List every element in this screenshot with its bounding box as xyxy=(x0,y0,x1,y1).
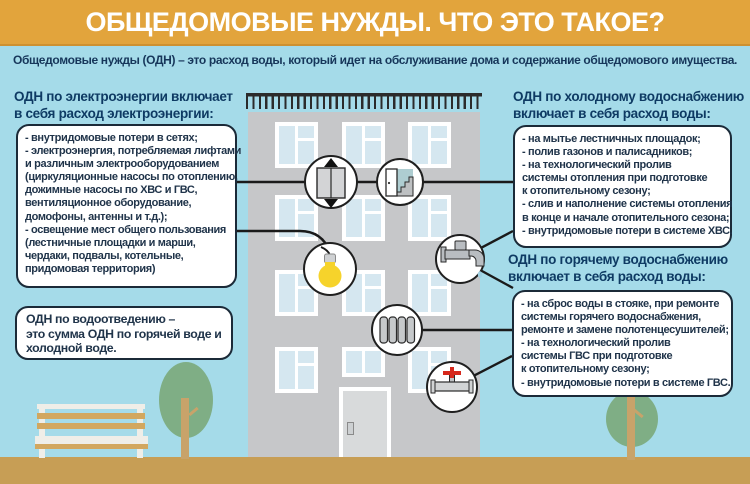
text-line: - освещение мест общего пользования xyxy=(25,223,226,236)
window xyxy=(342,347,385,377)
radiator-icon xyxy=(379,316,416,344)
window-pane xyxy=(365,351,381,373)
tree-right-trunk xyxy=(627,397,635,460)
window-pane xyxy=(431,274,447,312)
text-line: чердаки, подвалы, котельные, xyxy=(25,249,184,262)
door-handle xyxy=(347,422,354,435)
window-pane xyxy=(412,351,428,389)
window-pane xyxy=(298,199,314,237)
heading-line: в себя расход электроэнергии: xyxy=(14,105,214,121)
bench-leg xyxy=(39,406,45,458)
window-pane xyxy=(412,199,428,237)
window-pane xyxy=(279,274,295,312)
window-pane xyxy=(279,126,295,164)
roof-railing xyxy=(246,93,482,109)
hot-water-box: - на сброс воды в стояке, при ремонте си… xyxy=(512,290,733,397)
window-pane xyxy=(279,199,295,237)
heading-line: включает в себя расход воды: xyxy=(513,105,711,121)
bench-slat xyxy=(37,413,145,419)
heading-line: включает в себя расход воды: xyxy=(508,268,706,284)
window xyxy=(275,122,318,168)
faucet-icon xyxy=(440,240,485,278)
heading-line: ОДН по горячему водоснабжению xyxy=(508,252,728,267)
text-line: - внутридомовые потери в сетях; xyxy=(25,132,198,144)
electricity-heading: ОДН по электроэнергии включает в себя ра… xyxy=(14,89,233,122)
window xyxy=(275,347,318,393)
window-pane xyxy=(365,274,381,312)
ground xyxy=(0,457,750,484)
text-line: - слив и наполнение системы отопления xyxy=(522,198,733,211)
text-line: к отопительному сезону; xyxy=(521,363,650,376)
bench xyxy=(35,404,148,459)
window-pane xyxy=(412,126,428,164)
window-pane xyxy=(298,126,314,164)
window-pane xyxy=(412,274,428,312)
window-pane xyxy=(365,126,381,164)
staircase-icon xyxy=(385,168,414,197)
window-pane xyxy=(298,351,314,389)
lightbulb-icon xyxy=(318,246,342,288)
text-line: ОДН по водоотведению – xyxy=(26,312,176,326)
window-pane xyxy=(431,199,447,237)
window xyxy=(408,122,451,168)
header-bar: ОБЩЕДОМОВЫЕ НУЖДЫ. ЧТО ЭТО ТАКОЕ? xyxy=(0,0,750,46)
text-line: вентиляционное оборудование, xyxy=(25,197,192,210)
text-line: ремонте и замене полотенцесушителей; xyxy=(521,324,729,337)
heading-line: ОДН по электроэнергии включает xyxy=(14,89,233,104)
connector-lines xyxy=(237,180,514,389)
cold-water-heading: ОДН по холодному водоснабжению включает … xyxy=(513,89,744,122)
text-line: - на мытье лестничных площадок; xyxy=(522,133,701,145)
heading-line: ОДН по холодному водоснабжению xyxy=(513,89,745,104)
text-line: холодной воде. xyxy=(26,341,117,356)
text-line: - на сброс воды в стояке, при ремонте xyxy=(521,298,720,310)
text-line: - внутридомовые потери в системе ГВС. xyxy=(521,376,731,389)
text-line: - полив газонов и палисадников; xyxy=(522,146,693,159)
cold-water-box: - на мытье лестничных площадок; - полив … xyxy=(513,125,733,248)
bench-leg xyxy=(137,406,143,458)
text-line: придомовая территория) xyxy=(25,262,156,275)
window xyxy=(342,122,385,168)
bench-slat xyxy=(37,423,145,429)
bench-seat xyxy=(35,436,148,444)
hot-water-heading: ОДН по горячему водоснабжению включает в… xyxy=(508,252,728,285)
tree-left-trunk xyxy=(181,398,189,459)
electricity-box: - внутридомовые потери в сетях; - электр… xyxy=(16,124,242,288)
window-pane xyxy=(279,351,295,389)
text-line: системы ГВС при подготовке xyxy=(521,350,673,363)
elevator-icon xyxy=(316,158,346,208)
subtitle-text: Общедомовые нужды (ОДН) – это расход вод… xyxy=(12,53,738,67)
text-line: (лестничные площадки и марши, xyxy=(25,236,196,249)
pipe-valve-icon xyxy=(430,367,474,394)
page-title: ОБЩЕДОМОВЫЕ НУЖДЫ. ЧТО ЭТО ТАКОЕ? xyxy=(85,6,665,37)
window xyxy=(275,195,318,241)
text-line: - на технологический пролив xyxy=(522,159,672,172)
window-pane xyxy=(346,126,362,164)
text-line: системы отопления при подготовке xyxy=(522,172,708,185)
text-line: - внутридомовые потери в системе ХВС. xyxy=(522,224,733,237)
window-pane xyxy=(431,126,447,164)
window-pane xyxy=(346,199,362,237)
text-line: системы горячего водоснабжения, xyxy=(521,311,701,324)
text-line: домофоны, антенны и т.д.); xyxy=(25,210,168,223)
text-line: к отопительному сезону; xyxy=(522,185,651,198)
window-pane xyxy=(365,199,381,237)
bench-rail xyxy=(37,404,145,409)
entrance-door xyxy=(339,387,391,457)
sewage-box: ОДН по водоотведению – это сумма ОДН по … xyxy=(15,306,233,360)
text-line: (циркуляционные насосы по отоплению, xyxy=(25,171,238,184)
window xyxy=(342,195,385,241)
text-line: - на технологический пролив xyxy=(521,337,671,350)
text-line: и различным электрооборудованием xyxy=(25,158,219,171)
text-line: дожимные насосы по ХВС и ГВС, xyxy=(25,184,198,197)
text-line: это сумма ОДН по горячей воде и xyxy=(26,326,222,341)
window-pane xyxy=(346,351,362,373)
bench-seat-edge xyxy=(35,444,148,449)
window xyxy=(408,195,451,241)
text-line: - электроэнергия, потребляемая лифтами xyxy=(25,145,242,158)
text-line: в конце и начале отопительного сезона; xyxy=(522,211,730,224)
